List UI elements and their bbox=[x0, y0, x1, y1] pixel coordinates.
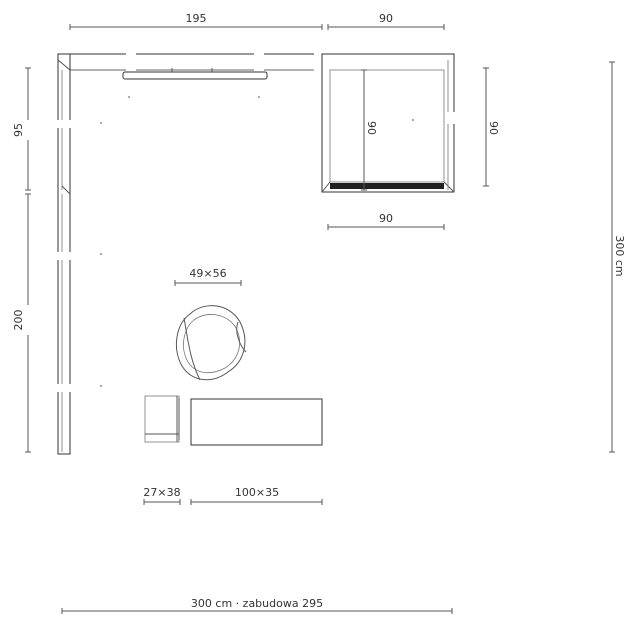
dim-side-table-label: 27×38 bbox=[143, 486, 180, 499]
wall-markers bbox=[100, 96, 260, 387]
dim-top-right: 90 bbox=[327, 12, 445, 30]
dim-left-upper: 95 bbox=[12, 67, 31, 191]
dim-cabinet-bottom-label: 90 bbox=[379, 212, 393, 225]
dim-chair-label: 49×56 bbox=[189, 267, 226, 280]
dim-cabinet-right: 90 bbox=[483, 67, 503, 187]
dim-overall-height-label: 300 cm bbox=[613, 235, 626, 276]
dim-left-lower-label: 200 bbox=[12, 310, 25, 331]
dim-side-table: 27×38 bbox=[143, 486, 181, 505]
dim-bench: 100×35 bbox=[190, 486, 323, 505]
dim-chair: 49×56 bbox=[174, 267, 242, 286]
dim-top-right-label: 90 bbox=[379, 12, 393, 25]
dim-cabinet-inner-label: 90 bbox=[365, 121, 378, 135]
cabinet-base bbox=[330, 183, 444, 189]
dim-top-left-label: 195 bbox=[186, 12, 207, 25]
corner-cabinet bbox=[321, 53, 456, 193]
dim-bench-label: 100×35 bbox=[235, 486, 279, 499]
built-in-wall bbox=[56, 52, 326, 455]
dim-cabinet-right-label: 90 bbox=[487, 121, 500, 135]
lounge-chair bbox=[175, 305, 247, 381]
dim-overall-width-label: 300 cm · zabudowa 295 bbox=[191, 597, 323, 610]
dim-top-left: 195 bbox=[69, 11, 323, 30]
dim-left-upper-label: 95 bbox=[12, 123, 25, 137]
dim-overall-height: 300 cm bbox=[609, 61, 629, 453]
side-table bbox=[144, 395, 180, 443]
dim-cabinet-bottom: 90 bbox=[327, 212, 445, 230]
dim-overall-width: 300 cm · zabudowa 295 bbox=[61, 595, 453, 614]
wall-shelf bbox=[122, 68, 268, 80]
dim-cabinet-inner: 90 bbox=[361, 69, 381, 191]
dim-left-lower: 200 bbox=[12, 193, 31, 453]
bench bbox=[190, 398, 323, 446]
